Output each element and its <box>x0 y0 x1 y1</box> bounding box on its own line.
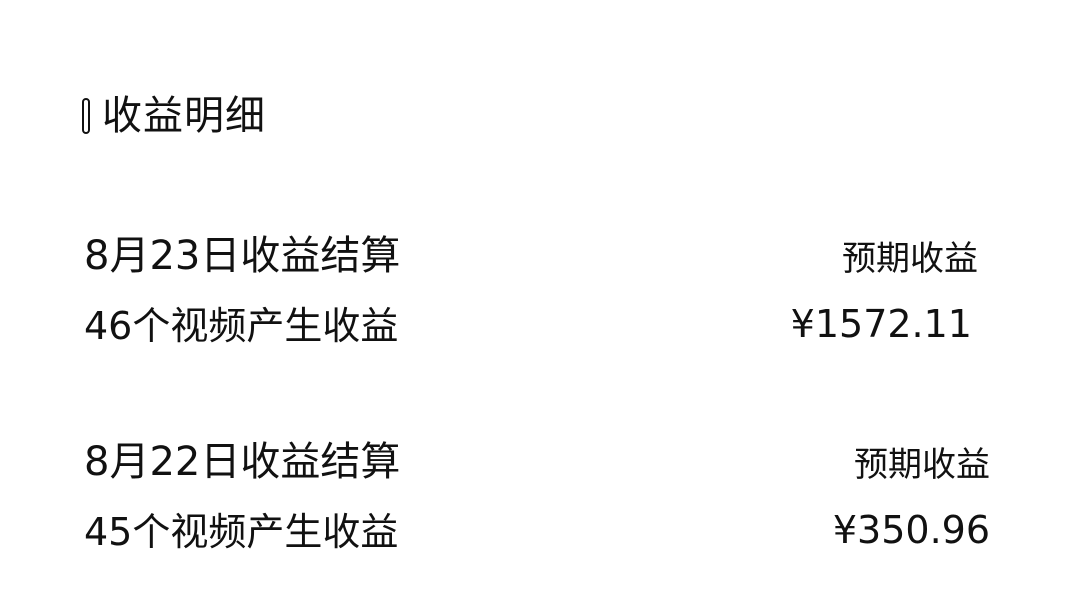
record-video-count: 46个视频产生收益 <box>84 304 399 348</box>
expected-earnings-amount: ¥350.96 <box>832 508 990 552</box>
record-title: 8月22日收益结算 <box>84 439 401 485</box>
record-video-count: 45个视频产生收益 <box>84 510 399 554</box>
earnings-record[interactable]: 8月22日收益结算 45个视频产生收益 预期收益 ¥350.96 <box>84 432 1004 562</box>
earnings-record[interactable]: 8月23日收益结算 46个视频产生收益 预期收益 ¥1572.11 <box>84 226 1004 356</box>
expected-earnings-amount: ¥1572.11 <box>790 302 972 346</box>
section-accent-bar <box>82 98 90 134</box>
record-title: 8月23日收益结算 <box>84 233 401 279</box>
expected-earnings-label: 预期收益 <box>854 445 990 485</box>
record-expected-earnings: 预期收益 ¥1572.11 <box>791 234 978 352</box>
expected-earnings-label: 预期收益 <box>842 239 978 279</box>
record-expected-earnings: 预期收益 ¥350.96 <box>833 440 990 558</box>
section-title: 收益明细 <box>102 93 266 139</box>
section-header: 收益明细 <box>82 88 266 144</box>
